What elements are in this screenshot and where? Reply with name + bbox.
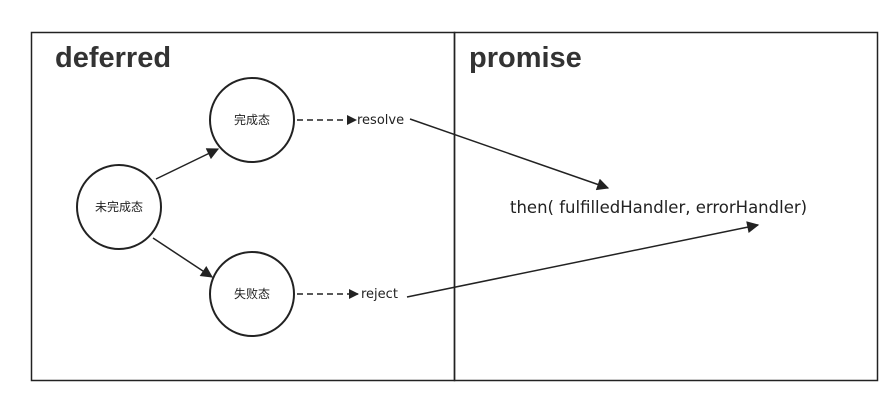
rejected-state-node — [209, 251, 295, 337]
reject-to-then-arrow — [406, 221, 760, 298]
then-method-signature: then( fulfilledHandler, errorHandler) — [510, 198, 807, 217]
pending-to-fulfilled-arrow — [155, 148, 220, 180]
pending-to-rejected-arrow — [152, 237, 214, 278]
fulfilled-state-node — [209, 77, 295, 163]
deferred-title: deferred — [55, 42, 171, 74]
reject-label: reject — [361, 287, 398, 302]
resolve-label: resolve — [357, 113, 404, 128]
pending-state-label: 未完成态 — [95, 199, 143, 214]
pending-state-node — [76, 164, 162, 250]
promise-panel — [453, 31, 879, 382]
promise-title: promise — [469, 42, 582, 74]
fulfilled-state-label: 完成态 — [234, 112, 270, 127]
resolve-to-then-arrow — [409, 118, 610, 191]
rejected-state-label: 失败态 — [234, 286, 270, 301]
